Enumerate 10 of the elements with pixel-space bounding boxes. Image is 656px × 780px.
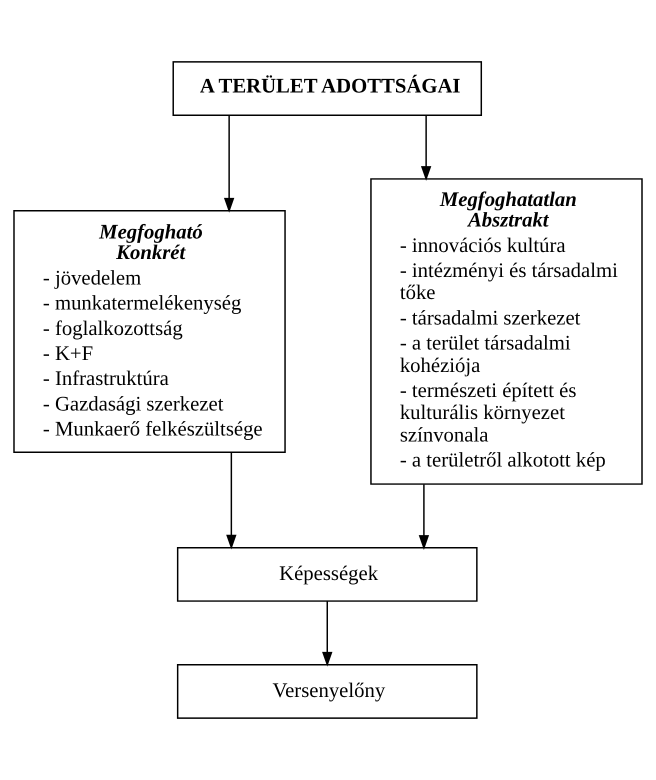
arrow [322, 602, 332, 667]
arrow [418, 484, 430, 550]
node-box: Megfogható Konkrét - jövedelem - munkatermelékenység - foglalkozottság - K+F - Infrastruktúra - Gazdasági szerkezet - Munkaerő felkészültsége [13, 210, 286, 453]
arrow [224, 116, 234, 213]
node-box: Versenyelőny [176, 664, 478, 719]
arrow [420, 116, 432, 181]
node-box: Megfoghatatlan Absztrakt - innovációs kultúra - intézményi és társadalmi tőke - társadalmi szerkezet - a terület társadalmi kohéziója - természeti épített és kulturális környezet színvonala - a területről alkotott kép [370, 178, 643, 485]
node-box: A TERÜLET ADOTTSÁGAI [172, 61, 482, 116]
arrow [226, 452, 237, 550]
node-box: Képességek [176, 547, 478, 602]
